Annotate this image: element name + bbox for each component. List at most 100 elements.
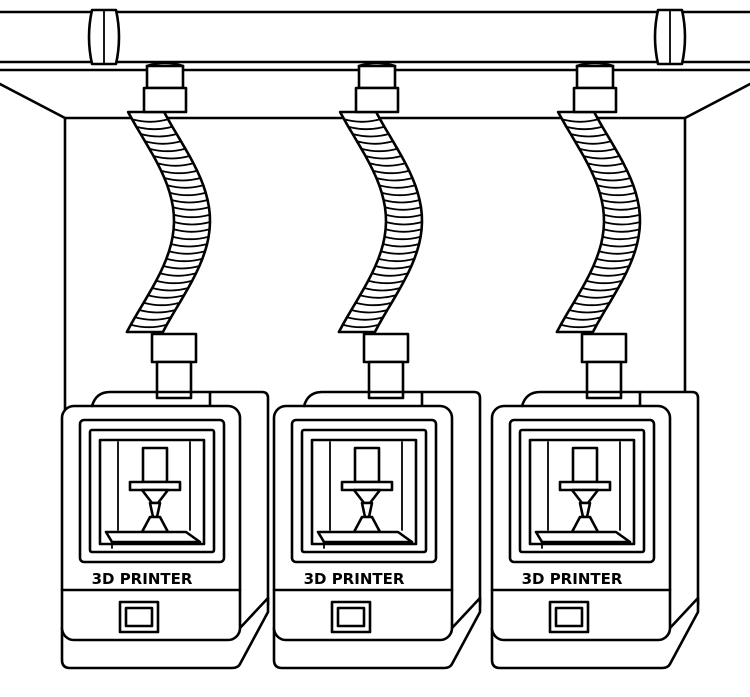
hose-rib [371,272,409,277]
hose-rib [138,309,177,314]
hose-bottom-collar [362,332,410,364]
hose-rib [581,287,620,292]
hose-rib [582,155,621,160]
hose-rib [172,206,210,211]
hose-bottom-pipe [367,360,405,400]
hose-rib [155,279,194,285]
print-head-carriage [353,446,381,484]
hose-rib [139,133,178,138]
hose-top-cuff [357,64,397,90]
build-chamber [310,438,418,546]
hose-rib [380,191,419,197]
hose-rib [564,316,602,321]
hose-rib [346,316,384,321]
hose-top-cuff [145,64,185,90]
hose-rib [577,294,615,299]
printer-label: 3D PRINTER [522,570,623,588]
hose-rib [378,184,417,189]
build-chamber [98,438,206,546]
hose-bottom-collar [150,332,198,364]
hose-rib [343,118,381,123]
hose-rib [364,155,403,160]
printer-label: 3D PRINTER [92,570,193,588]
hose-rib [375,177,414,182]
hose-body [337,110,424,334]
hose-rib [595,257,634,263]
hose-rib [593,177,632,182]
hose-rib [602,228,641,233]
hose-rib [148,147,187,153]
hose-rib [171,235,210,241]
print-head-carriage [571,446,599,484]
hose-rib [170,199,209,204]
cabinet-top-edge [90,390,212,408]
build-chamber [528,438,636,546]
hose-rib [168,250,206,255]
hose-rib [600,199,639,204]
hose-rib [585,279,624,285]
printed-object-neck [148,501,162,519]
hose-rib [596,184,635,189]
build-plate [104,530,202,544]
printed-object-neck [360,501,374,519]
hose-rib [385,221,423,226]
hose-rib [156,162,195,167]
hose-rib [347,125,386,131]
hose-rib [368,162,407,167]
exhaust-hose [555,61,642,400]
control-screen [554,606,584,628]
hose-rib [602,213,641,219]
hose-body [125,110,212,334]
hose-rib [351,133,390,138]
hose-rib [354,301,393,307]
hose-rib [574,140,612,145]
hose-rib [598,250,636,255]
hose-bottom-collar [580,332,628,364]
cabinet-top-edge [302,390,424,408]
hose-rib [172,213,211,219]
hose-rib [383,235,422,241]
hose-rib [589,272,627,277]
hose-rib [144,140,182,145]
hose-rib [586,162,625,167]
hose-rib [350,309,389,314]
hose-rib [129,323,168,329]
hose-rib [377,257,416,263]
ceiling-pipe [0,8,750,66]
printer-unit: 3D PRINTER [60,61,270,670]
hose-rib [356,140,394,145]
hose-top-collar [572,86,618,114]
hose-rib [380,250,418,255]
printer: 3D PRINTER [490,390,700,670]
hose-rib [568,309,607,314]
control-screen [124,606,154,628]
hose-rib [601,235,640,241]
hose-rib [367,279,406,285]
hose-rib [147,294,185,299]
hose-bottom-pipe [585,360,623,400]
hose-rib [363,287,402,292]
hose-rib [565,125,604,131]
printer-label: 3D PRINTER [304,570,405,588]
hose-rib [359,294,397,299]
hose-body [555,110,642,334]
hose-rib [572,301,611,307]
hose-rib [163,177,202,182]
exhaust-hose [125,61,212,400]
hose-rib [372,169,410,175]
hose-top-collar [354,86,400,114]
hose-rib [578,147,617,153]
hose-rib [170,243,208,248]
hose-rib [341,323,380,329]
hose-top-cuff-rim [145,61,185,68]
hose-rib [382,243,420,248]
print-head-carriage [141,446,169,484]
hose-rib [598,191,637,197]
hose-rib [360,147,399,153]
build-plate [534,530,632,544]
hose-rib [166,184,205,189]
hose-rib [602,206,640,211]
hose-rib [559,323,598,329]
hose-top-collar [142,86,188,114]
